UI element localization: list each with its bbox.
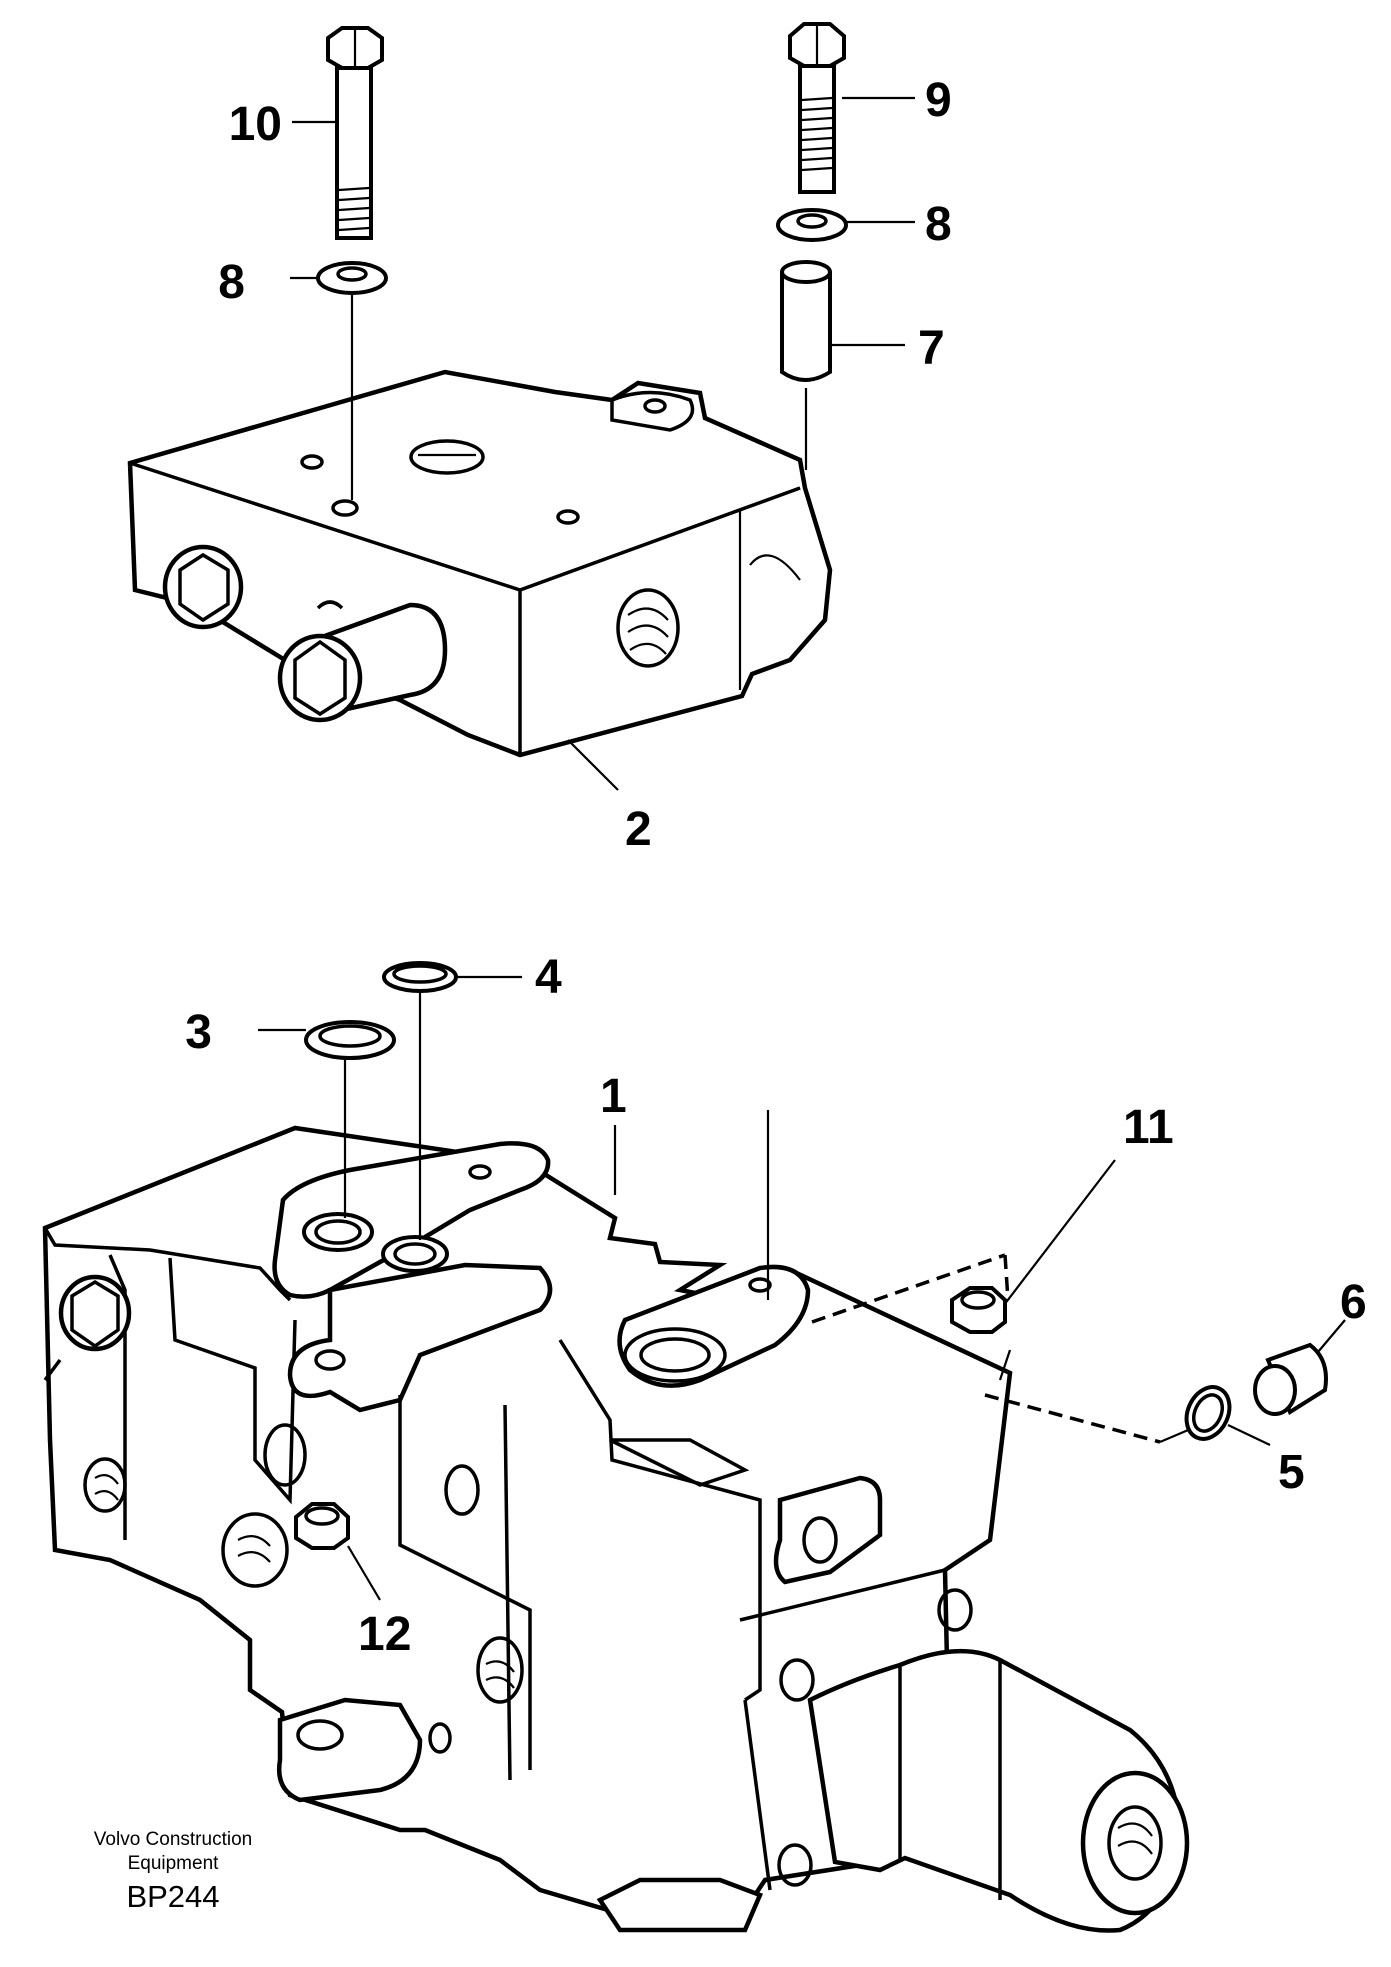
control-valve-lower <box>42 1125 1201 1933</box>
bolt-10 <box>326 26 384 240</box>
callout-label: 8 <box>925 198 952 251</box>
callout-label: 11 <box>1123 1101 1174 1154</box>
callout-leaders <box>258 96 1346 1601</box>
o-ring-5 <box>1184 1385 1232 1441</box>
plug-6 <box>1253 1342 1328 1416</box>
callout-label: 8 <box>218 256 245 309</box>
callout-label: 3 <box>185 1006 212 1059</box>
drawing-footer: Volvo Construction Equipment BP244 <box>78 1828 268 1916</box>
bolt-9 <box>788 22 846 194</box>
callout-label: 1 <box>600 1070 627 1123</box>
seal-ring-4 <box>382 961 458 993</box>
washer-8-left <box>316 261 388 295</box>
drawing-code: BP244 <box>126 1879 220 1914</box>
manufacturer-name: Volvo Construction <box>93 1829 253 1850</box>
callout-labels: 10 9 8 8 7 2 4 3 1 11 6 5 12 <box>185 74 1366 1661</box>
valve-section-upper <box>127 369 833 758</box>
manufacturer-name-line2: Equipment <box>127 1853 219 1874</box>
callout-label: 6 <box>1340 1276 1367 1329</box>
callout-label: 9 <box>925 74 952 127</box>
nut-12 <box>294 1502 350 1550</box>
callout-label: 12 <box>358 1608 411 1661</box>
callout-label: 5 <box>1278 1446 1305 1499</box>
callout-label: 7 <box>918 322 945 375</box>
callout-label: 4 <box>535 951 562 1004</box>
callout-label: 10 <box>229 98 282 151</box>
seal-ring-3 <box>304 1020 396 1060</box>
nut-11 <box>950 1286 1007 1334</box>
callout-label: 2 <box>625 803 652 856</box>
spacer-sleeve-7 <box>780 260 832 382</box>
washer-8-right <box>776 208 848 242</box>
